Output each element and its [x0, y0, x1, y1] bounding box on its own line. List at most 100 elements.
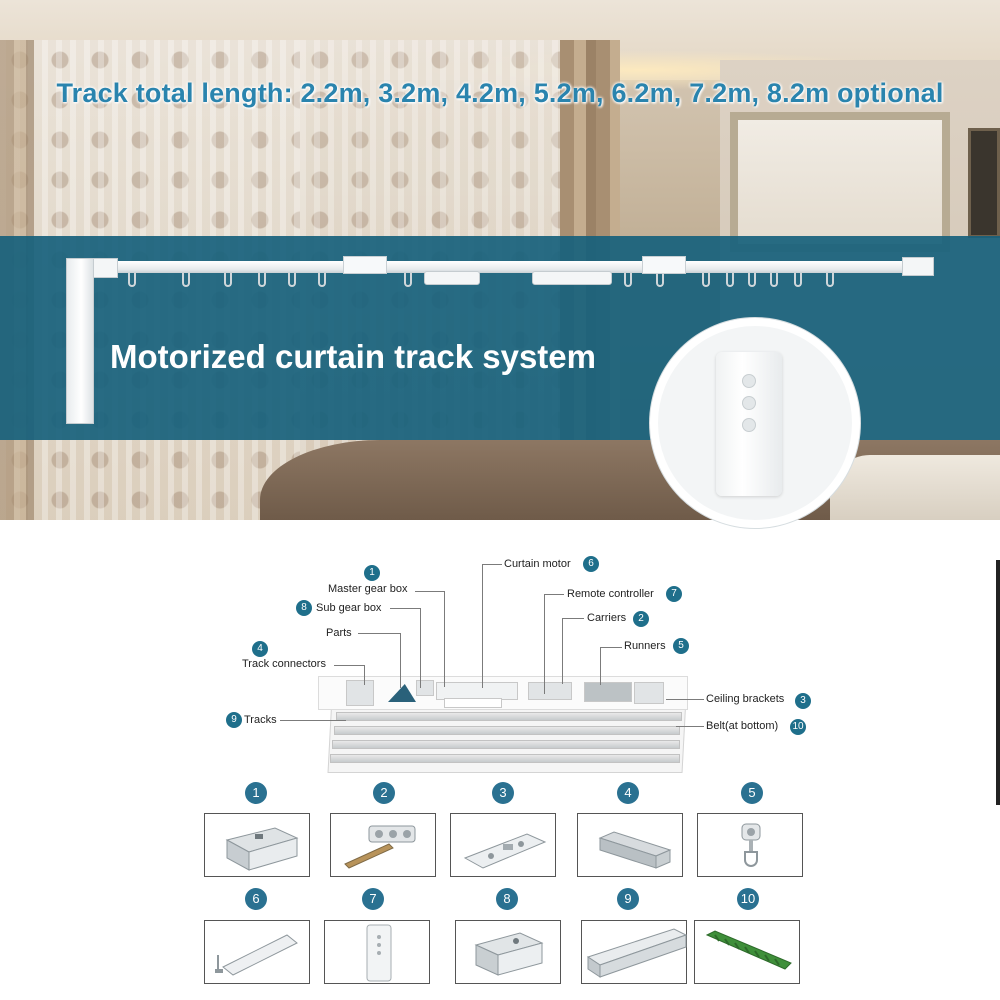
edge-divider: [996, 560, 1000, 805]
runner-hook: [726, 273, 734, 287]
tray-ceiling-brackets: [634, 682, 664, 704]
remote-stop-button-icon: [742, 396, 756, 410]
track-groove: [332, 740, 680, 749]
part-box-remote-controller: [324, 920, 430, 984]
callout-badge: 8: [296, 600, 312, 616]
callout-badge: 7: [666, 586, 682, 602]
tray-carriers: [528, 682, 572, 700]
leader-line: [364, 665, 365, 685]
callout-badge: 10: [790, 719, 806, 735]
part-box-track: [581, 920, 688, 984]
curtain-motor-unit: [66, 258, 94, 424]
callout-parts: Parts: [326, 627, 352, 639]
part-number-badge: 2: [373, 782, 395, 804]
sub-gear-box-icon: [474, 932, 544, 976]
leader-line: [420, 608, 421, 688]
leader-line: [358, 633, 400, 634]
belt-icon: [705, 930, 792, 970]
callout-sub-gear-box: Sub gear box: [316, 602, 382, 614]
part-box-belt: [694, 920, 800, 984]
runner-hook: [624, 273, 632, 287]
master-carrier: [532, 271, 612, 285]
wall-mirror: [730, 112, 950, 252]
leader-line: [482, 564, 483, 688]
leader-line: [562, 618, 584, 619]
track-end-cap: [902, 257, 934, 276]
part-number-badge: 9: [617, 888, 639, 910]
tray-track-connector: [346, 680, 374, 706]
leader-line: [444, 591, 445, 687]
remote-controller-icon: [366, 924, 392, 982]
callout-badge: 4: [252, 641, 268, 657]
part-box-runner: [697, 813, 803, 877]
ceiling-bracket-icon: [463, 833, 547, 869]
curtain-motor-icon: [215, 934, 298, 976]
runner-hook: [656, 273, 664, 287]
part-number-badge: 10: [737, 888, 759, 910]
part-number-badge: 4: [617, 782, 639, 804]
callout-ceiling-brackets: Ceiling brackets: [706, 693, 785, 705]
part-box-curtain-motor: [204, 920, 310, 984]
leader-line: [600, 647, 601, 685]
part-number-badge: 5: [741, 782, 763, 804]
carrier-icon: [344, 825, 416, 869]
runner-hook: [826, 273, 834, 287]
part-number-badge: 8: [496, 888, 518, 910]
callout-curtain-motor: Curtain motor: [504, 558, 571, 570]
track-connector-joint: [642, 256, 686, 274]
leader-line: [544, 594, 545, 694]
runner-hook: [288, 273, 296, 287]
tray-remote: [444, 698, 502, 708]
wall-picture: [968, 128, 1000, 238]
callout-master-gear-box: Master gear box: [328, 583, 408, 595]
part-box-track-connector: [577, 813, 683, 877]
callout-tracks: Tracks: [244, 714, 277, 726]
track-connector-icon: [598, 831, 672, 869]
leader-line: [482, 564, 502, 565]
runner-hook: [770, 273, 778, 287]
leader-line: [334, 665, 364, 666]
callout-belt: Belt(at bottom): [706, 720, 779, 732]
runner-hook: [702, 273, 710, 287]
callout-badge: 5: [673, 638, 689, 654]
leader-line: [676, 726, 704, 727]
part-number-badge: 3: [492, 782, 514, 804]
leader-line: [390, 608, 420, 609]
leader-line: [562, 618, 563, 684]
runner-hook: [224, 273, 232, 287]
track-connector-joint: [343, 256, 387, 274]
part-box-ceiling-bracket: [450, 813, 556, 877]
leader-line: [400, 633, 401, 688]
callout-runners: Runners: [624, 640, 666, 652]
part-number-badge: 1: [245, 782, 267, 804]
leader-line: [415, 591, 445, 592]
leader-line: [544, 594, 564, 595]
callout-badge: 6: [583, 556, 599, 572]
callout-carriers: Carriers: [587, 612, 627, 624]
callout-remote-controller: Remote controller: [567, 588, 654, 600]
leader-line: [666, 699, 704, 700]
callout-track-connectors: Track connectors: [242, 658, 326, 670]
part-box-master-gear-box: [204, 813, 310, 877]
track-groove: [334, 726, 680, 735]
remote-down-button-icon: [742, 418, 756, 432]
runner-hook: [258, 273, 266, 287]
room-photo: [0, 0, 1000, 520]
part-number-badge: 6: [245, 888, 267, 910]
track-groove: [336, 712, 682, 721]
leader-line: [600, 647, 622, 648]
bed-cover: [830, 455, 1000, 520]
runner-icon: [741, 823, 761, 867]
band-title: Motorized curtain track system: [110, 338, 596, 375]
track-length-headline: Track total length: 2.2m, 3.2m, 4.2m, 5.…: [56, 78, 944, 108]
remote-up-button-icon: [742, 374, 756, 388]
part-box-carrier: [330, 813, 436, 877]
callout-badge: 3: [795, 693, 811, 709]
runner-hook: [128, 273, 136, 287]
runner-hook: [318, 273, 326, 287]
track-icon: [586, 928, 688, 978]
part-box-sub-gear-box: [455, 920, 561, 984]
runner-hook: [794, 273, 802, 287]
part-number-badge: 7: [362, 888, 384, 910]
leader-line: [280, 720, 346, 721]
